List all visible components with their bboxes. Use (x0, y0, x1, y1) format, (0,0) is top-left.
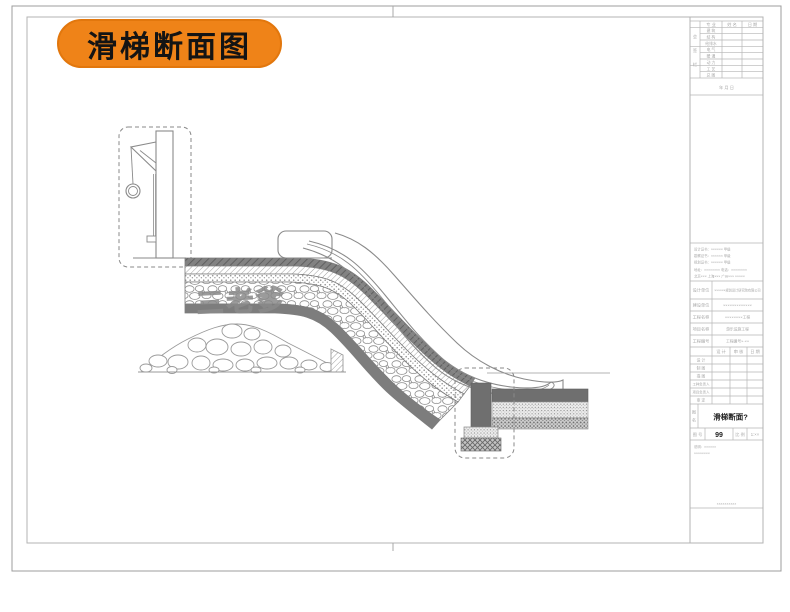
signoff-row-6: 工 艺 (707, 66, 716, 71)
sign-row-5: 审 定 (697, 398, 706, 403)
inner-frame (26, 16, 764, 544)
ladder-post (155, 130, 174, 259)
outer-border (11, 5, 782, 572)
cert-line-0: 设计证书：×××××× 甲级 (694, 247, 731, 252)
signoff-side-char-2: 栏 (693, 61, 697, 68)
notes-section: 说明：×××××× ×××××××× ×××××××××× (690, 444, 763, 509)
field-label-2: 工程名称 (693, 314, 710, 321)
ladder-foot (146, 235, 157, 243)
field-value-2: ××××××××工程 (725, 315, 751, 320)
slide-start-cap (277, 230, 333, 259)
sign-row-2: 描 图 (697, 374, 706, 379)
field-value-1: ××××××××××××× (723, 304, 752, 308)
mound-hatch-wedge (330, 348, 344, 373)
signoff-row-3: 电 气 (707, 47, 716, 52)
deck-top-slab (491, 388, 589, 403)
ring-inner (128, 186, 138, 196)
stone-mound (138, 323, 346, 374)
cert-line-4: 北京××× 上海××× 广州××× ××××× (694, 274, 745, 279)
watermark-text: 三老爹 (196, 284, 287, 319)
sheet-frame (11, 5, 782, 572)
bracket-strut (139, 150, 157, 164)
title-banner-label: 滑梯断面图 (87, 30, 252, 64)
signature-grid: 设 计 审 核 日 期 设 计 制 图 描 图 工种负责人 项目负责人 审 定 (690, 347, 763, 405)
project-fields: 设计单位 ××××××规划设计研究院有限公司 建设单位 ××××××××××××… (690, 280, 763, 404)
deck-subbase-layer (491, 417, 589, 430)
signoff-row-2: 给排水 (705, 41, 717, 46)
signoff-side-char-0: 会 (693, 33, 698, 40)
footing-pier (470, 382, 492, 428)
signoff-table: 会 签 栏 专 业 姓 名 日 期 建 筑 结 构 给排水 电 气 暖 通 动 … (689, 20, 764, 96)
cert-line-3: 地址：×××××××× 电话：×××××××× (694, 267, 747, 272)
title-block: 会 签 栏 专 业 姓 名 日 期 建 筑 结 构 给排水 电 气 暖 通 动 … (689, 20, 764, 509)
sheet-label: 图 号 (693, 432, 703, 438)
slide-section-drawing: 三老爹 (118, 126, 610, 459)
signoff-row-5: 动 力 (707, 60, 716, 65)
sign-row-3: 工种负责人 (693, 382, 711, 387)
drawing-name: 滑梯断面? (713, 412, 748, 422)
field-label-0: 设计单位 (693, 287, 710, 294)
field-value-4: 工程编号×-×× (726, 339, 749, 344)
field-label-3: 项目名称 (693, 326, 710, 333)
signoff-row-4: 暖 通 (707, 54, 716, 59)
field-label-1: 建设单位 (693, 302, 710, 309)
scale-value: 1:×× (751, 432, 760, 437)
sheet-number: 99 (715, 432, 723, 439)
ladder-assembly (118, 126, 192, 268)
footing-detail (454, 367, 610, 459)
footing-base-block (460, 437, 502, 452)
slide-bed-top (308, 240, 552, 389)
signoff-row-7: 总 图 (707, 73, 716, 78)
name-side-char-0: 图 (692, 410, 696, 416)
note-line-0: 说明：×××××× (694, 444, 716, 449)
signoff-side-char-1: 签 (693, 47, 698, 53)
certs-block: 设计证书：×××××× 甲级 勘察证书：×××××× 甲级 规划证书：×××××… (690, 242, 763, 279)
ladder-dashed-outline (118, 126, 192, 268)
sign-header-1: 审 核 (734, 348, 744, 355)
sign-row-0: 设 计 (697, 358, 706, 363)
signoff-header-1: 姓 名 (727, 21, 737, 28)
signoff-header-0: 专 业 (706, 21, 716, 28)
drawing-name-section: 图 名 滑梯断面? 图 号 99 比 例 1:×× (690, 404, 763, 441)
footer-note: ×××××××××× (717, 502, 737, 506)
sign-row-4: 项目负责人 (693, 390, 711, 395)
field-value-0: ××××××规划设计研究院有限公司 (714, 288, 760, 293)
field-value-3: 游乐设施工程 (726, 327, 749, 332)
sign-header-0: 设 计 (716, 348, 726, 355)
slide-outer-shell (334, 232, 564, 389)
ring-outer (125, 183, 141, 199)
footing-cap-block (463, 426, 499, 439)
field-label-4: 工程编号 (693, 338, 710, 345)
ring-hanger (130, 146, 134, 185)
berm-layers (184, 257, 476, 430)
cert-line-1: 勘察证书：×××××× 甲级 (694, 253, 731, 258)
note-line-1: ×××××××× (694, 452, 710, 456)
deck-bedding-layer (491, 401, 589, 419)
title-banner: 滑梯断面图 (57, 19, 282, 68)
signoff-header-2: 日 期 (748, 22, 758, 28)
sign-row-1: 制 图 (697, 366, 706, 371)
signoff-row-0: 建 筑 (707, 28, 716, 33)
berm-layer-base (184, 303, 441, 430)
cert-line-2: 规划证书：×××××× 甲级 (694, 260, 731, 265)
scale-label: 比 例 (735, 431, 745, 438)
signoff-footer: 年 月 日 (719, 84, 734, 91)
mound-outline (140, 323, 345, 373)
bracket-truss (129, 141, 157, 172)
name-side-char-1: 名 (692, 417, 696, 424)
sign-header-2: 日 期 (750, 349, 760, 355)
signoff-row-1: 结 构 (707, 35, 716, 40)
